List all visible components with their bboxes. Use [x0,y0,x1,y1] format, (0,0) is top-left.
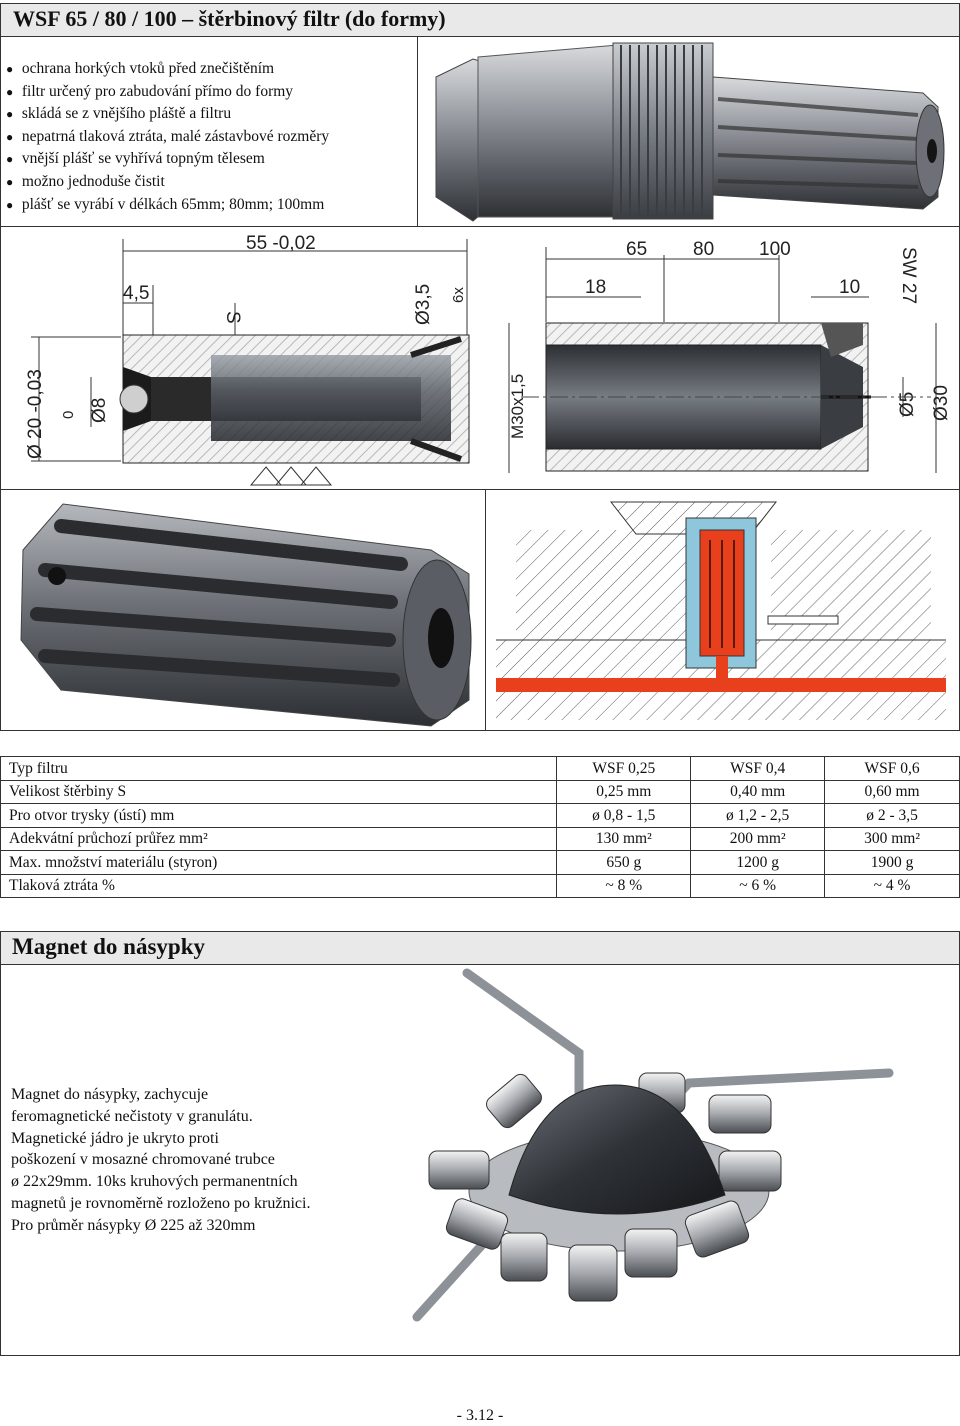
list-item: ● ochrana horkých vtoků před znečištěním [6,58,406,81]
list-item: ● plášť se vyrábí v délkách 65mm; 80mm; … [6,194,406,217]
table-cell: ~ 6 % [690,873,826,898]
mold-diagram [496,501,946,720]
table-cell: ~ 4 % [824,873,960,898]
dim-outer-tol: 0 [60,411,77,419]
feature-text: možno jednoduše čistit [21,172,165,190]
magnet-panel: Magnet do násypky, zachycuje feromagneti… [0,964,960,1356]
table-cell: 650 g [556,850,692,875]
features-panel [0,36,418,227]
thread-ridges [612,42,714,220]
magnet-description: Magnet do násypky, zachycuje feromagneti… [11,1084,391,1237]
table-cell: 1900 g [824,850,960,875]
bullet-icon: ● [6,197,14,212]
dim-18: 18 [585,277,606,298]
table-row: Max. množství materiálu (styron) 650 g 1… [0,850,960,875]
feature-text: skládá se z vnějšího pláště a filtru [21,105,232,123]
dim-outer-housing: Ø30 [931,385,952,421]
drawings-panel: 55 -0,02 4,5 S Ø3,5 6x Ø 20 -0,03 0 Ø8 [0,226,960,490]
dim-holes: Ø3,5 [413,284,434,325]
description-line: magnetů je rovnoměrně rozloženo po kružn… [11,1194,311,1212]
table-cell: ~ 8 % [556,873,692,898]
table-cell-label: Typ filtru [0,756,558,781]
feature-text: vnější plášť se vyhřívá topným tělesem [21,150,265,168]
table-cell-label: Max. množství materiálu (styron) [0,850,558,875]
bullet-icon: ● [6,174,14,189]
bullet-icon: ● [6,84,14,99]
table-cell-label: Velikost štěrbiny S [0,779,558,804]
insert-photo [20,503,472,727]
dim-bore: Ø5 [897,392,918,417]
title-bar: WSF 65 / 80 / 100 – štěrbinový filtr (do… [0,3,960,37]
bullet-icon: ● [6,62,14,76]
table-row: Adekvátní průchozí průřez mm² 130 mm² 20… [0,826,960,851]
description-line: Magnetické jádro je ukryto proti [11,1129,219,1147]
housing-section-body [521,322,931,472]
description-line: ø 22x29mm. 10ks kruhových permanentních [11,1173,298,1191]
dim-inner: Ø8 [89,398,110,423]
bullet-icon: ● [6,107,14,122]
table-row: Velikost štěrbiny S 0,25 mm 0,40 mm 0,60… [0,779,960,804]
table-cell: 130 mm² [556,826,692,851]
feature-text: ochrana horkých vtoků před znečištěním [21,60,275,77]
table-cell: WSF 0,4 [690,756,826,781]
list-item: ● možno jednoduše čistit [6,171,406,194]
table-cell: 300 mm² [824,826,960,851]
table-cell: 0,40 mm [690,779,826,804]
section-title: Magnet do násypky [12,934,205,959]
table-cell: 1200 g [690,850,826,875]
list-item: ● vnější plášť se vyhřívá topným tělesem [6,148,406,171]
feature-text: plášť se vyrábí v délkách 65mm; 80mm; 10… [21,195,325,213]
len-65: 65 [626,239,647,260]
table-cell-label: Adekvátní průchozí průřez mm² [0,826,558,851]
len-100: 100 [759,239,791,260]
housing-photo [435,42,945,222]
technical-drawings: 55 -0,02 4,5 S Ø3,5 6x Ø 20 -0,03 0 Ø8 [25,233,952,486]
thread-size: M30x1,5 [508,374,527,439]
feature-list: ● ochrana horkých vtoků před znečištěním… [6,58,406,216]
table-row: Pro otvor trysky (ústí) mm ø 0,8 - 1,5 ø… [0,803,960,828]
table-cell: WSF 0,6 [824,756,960,781]
dim-offset: 4,5 [123,283,149,304]
magnet-photo [412,968,894,1322]
page-title: WSF 65 / 80 / 100 – štěrbinový filtr (do… [13,6,446,31]
table-row: Typ filtru WSF 0,25 WSF 0,4 WSF 0,6 [0,756,960,781]
description-line: Magnet do násypky, zachycuje [11,1086,209,1103]
page-number: - 3.12 - [456,1407,504,1424]
table-cell: ø 2 - 3,5 [824,803,960,828]
dim-outer: Ø 20 -0,03 [25,369,46,459]
description-line: feromagnetické nečistoty v granulátu. [11,1107,253,1125]
bullet-icon: ● [6,152,14,167]
filter-section-drawing [31,239,468,462]
feature-text: filtr určený pro zabudování přímo do for… [21,82,294,100]
dim-sw: SW 27 [898,247,919,304]
housing-photo-panel [417,36,960,227]
filter-section-body [119,334,470,486]
insert-photo-panel [0,489,486,731]
table-row: Tlaková ztráta % ~ 8 % ~ 6 % ~ 4 % [0,873,960,898]
dim-10: 10 [839,277,860,298]
mold-diagram-panel [485,489,960,731]
table-cell-label: Tlaková ztráta % [0,873,558,898]
dim-length: 55 -0,02 [246,233,316,254]
table-cell: ø 0,8 - 1,5 [556,803,692,828]
table-cell: 0,60 mm [824,779,960,804]
description-line: Pro průměr násypky Ø 225 až 320mm [11,1216,256,1234]
list-item: ● nepatrná tlaková ztráta, malé zástavbo… [6,126,406,149]
feature-text: nepatrná tlaková ztráta, malé zástavbové… [21,127,330,145]
len-80: 80 [693,239,714,260]
table-cell-label: Pro otvor trysky (ústí) mm [0,803,558,828]
dim-gap: S [222,311,243,324]
list-item: ● filtr určený pro zabudování přímo do f… [6,81,406,104]
table-cell: ø 1,2 - 2,5 [690,803,826,828]
spec-table: Typ filtru WSF 0,25 WSF 0,4 WSF 0,6 Veli… [0,756,960,898]
table-cell: 200 mm² [690,826,826,851]
description-line: poškození v mosazné chromované trubce [11,1151,275,1169]
housing-section-drawing [508,247,937,473]
table-cell: WSF 0,25 [556,756,692,781]
table-cell: 0,25 mm [556,779,692,804]
bullet-icon: ● [6,129,14,144]
list-item: ● skládá se z vnějšího pláště a filtru [6,103,406,126]
section-header-magnet: Magnet do násypky [0,931,960,965]
dim-holes-count: 6x [450,287,467,303]
